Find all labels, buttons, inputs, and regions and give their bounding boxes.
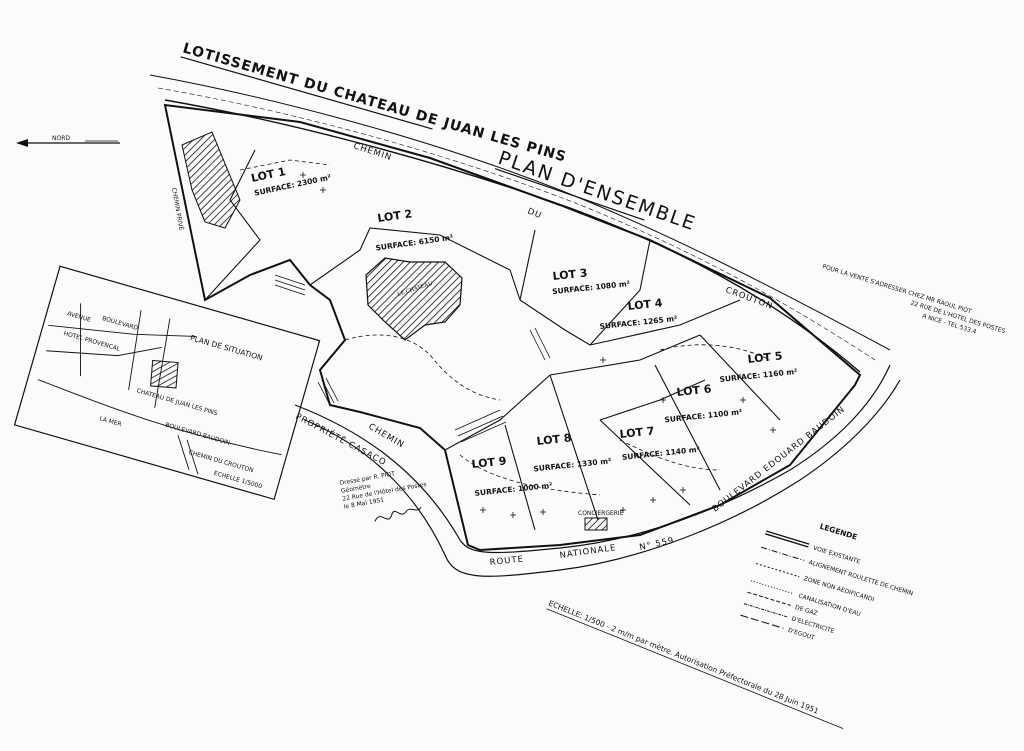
road-label-boulevard: BOULEVARD EDOUARD BAUDOIN [711, 404, 848, 514]
title-underline [180, 56, 433, 130]
lot-9-surface: SURFACE: 1000 m² [474, 481, 553, 498]
lot-3-label: LOT 3 [552, 266, 588, 283]
road-label-route-no: N° 559 [639, 536, 676, 553]
situation-inset: PLAN DE SITUATION AVENUE BOULEVARD HOTEL… [13, 265, 321, 501]
road-label-propriete: PROPRIÉTÉ CASACO [294, 410, 389, 468]
plan-subtitle: PLAN D'ENSEMBLE [495, 147, 699, 235]
lot-5-label: LOT 5 [747, 349, 783, 366]
road-label-route: ROUTE [489, 554, 524, 568]
property-boundary [163, 103, 862, 552]
lot-6-surface: SURFACE: 1100 m² [664, 407, 743, 424]
north-label: NORD [52, 135, 70, 142]
internal-paths [239, 159, 771, 496]
situation-label-mer: LA MER [99, 415, 123, 428]
road-label-chemin-bottom: CHEMIN [367, 422, 407, 451]
lot-7-surface: SURFACE: 1140 m² [622, 445, 701, 462]
situation-title: PLAN DE SITUATION [189, 333, 263, 362]
road-label-du: DU [526, 207, 543, 222]
lot-9-label: LOT 9 [471, 454, 507, 471]
stairs [274, 274, 551, 443]
lot-1-building [181, 131, 241, 229]
contact-line-1: POUR LA VENTE S'ADRESSER CHEZ MR RAOUL P… [821, 263, 972, 315]
lot-8-surface: SURFACE: 1330 m² [533, 456, 612, 473]
situation-label-avenue: AVENUE [66, 310, 91, 323]
lot-2-surface: SURFACE: 6150 m² [375, 233, 454, 253]
situation-label-boulevard: BOULEVARD [101, 315, 139, 332]
road-label-nationale: NATIONALE [559, 543, 617, 561]
lot-2-label: LOT 2 [377, 207, 413, 225]
conciergerie-building [584, 517, 608, 531]
situation-frame [13, 265, 321, 501]
road-label-croutou: CROUTON [724, 285, 774, 311]
conciergerie-label: CONCIERGERIE [578, 510, 624, 517]
road-label-chemin: CHEMIN [352, 141, 393, 163]
lot-6-label: LOT 6 [676, 382, 712, 399]
lot-8-label: LOT 8 [536, 431, 572, 448]
situation-label-chateau: CHATEAU DE JUAN LES PINS [136, 387, 219, 417]
situation-streets [37, 303, 282, 475]
situation-label-baudoin: BOULEVARD BAUDOIN [164, 422, 230, 447]
legend-title: LEGENDE [819, 522, 859, 542]
signature-block: Dressé par R. PIOT Géomètre 22 Rue de l'… [339, 470, 427, 522]
lot-dividers [204, 149, 781, 531]
trees [300, 172, 776, 518]
chemin-du-crouton-road [149, 74, 891, 373]
situation-label-crouton: CHEMIN DU CROUTON [188, 449, 254, 474]
lot-5-surface: SURFACE: 1160 m² [719, 367, 798, 384]
situation-label-scale: ECHELLE 1/5000 [213, 470, 263, 490]
chateau-building [365, 257, 463, 341]
scale-note: ECHELLE: 1/500 - 2 m/m par mètre. Autori… [547, 599, 820, 716]
north-arrow-icon [16, 139, 120, 147]
legend-item-5: DE GAZ [794, 604, 818, 617]
lot-4-label: LOT 4 [627, 296, 663, 313]
route-nationale-road [294, 364, 901, 577]
lot-7-label: LOT 7 [619, 424, 655, 441]
handwritten-signature [374, 506, 422, 522]
legend-item-7: D'EGOUT [787, 627, 816, 642]
situation-label-hotel: HOTEL PROVENCAL [63, 330, 122, 353]
legend: LEGENDE VOIE EXISTANTE ALIGNEMENT ROULET… [740, 522, 914, 642]
